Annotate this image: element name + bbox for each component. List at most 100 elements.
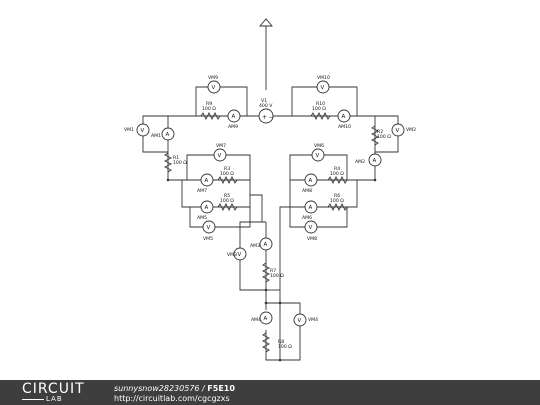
attribution-separator: / [199,384,208,393]
voltmeter-vm3: V VM3 [227,247,247,261]
voltmeter-vm9: V VM9 [207,75,221,94]
ammeter-am10: A AM10 [337,109,351,130]
svg-text:AM4: AM4 [251,317,261,323]
ammeter-am6: A AM6 [302,200,318,221]
svg-text:V: V [309,225,313,231]
svg-text:100 Ω: 100 Ω [220,171,234,177]
svg-text:AM6: AM6 [302,215,312,221]
logo-divider [22,399,44,400]
voltmeter-vm6: V VM6 [311,143,325,162]
svg-text:VM8: VM8 [307,236,317,242]
svg-text:V: V [141,128,145,134]
svg-text:100 Ω: 100 Ω [312,106,326,112]
circuitlab-logo-lab: LAB [46,395,63,403]
svg-text:R6: R6 [334,193,340,199]
svg-text:R5: R5 [224,193,230,199]
svg-text:AM5: AM5 [197,215,207,221]
svg-text:R10: R10 [316,101,325,107]
svg-text:R8: R8 [278,339,284,345]
svg-text:VM5: VM5 [203,236,213,242]
svg-text:A: A [342,114,346,120]
resistor-r6: R6 100 Ω [327,193,348,212]
resistor-r5: R5 100 Ω [217,193,238,212]
voltmeter-vm2: V VM2 [391,123,416,137]
circuit-attribution: sunnysnow28230576 / F5E10 [114,384,235,393]
ammeter-am3: A AM3 [250,237,273,251]
svg-text:AM10: AM10 [338,124,351,130]
voltage-source-v1: + − V1 400 V [258,98,274,124]
svg-text:A: A [309,205,313,211]
svg-text:A: A [232,114,236,120]
svg-text:A: A [205,205,209,211]
svg-text:VM4: VM4 [308,317,318,323]
svg-text:400 V: 400 V [259,103,273,109]
footer-bar: CIRCUIT LAB sunnysnow28230576 / F5E10 ht… [0,380,540,405]
circuitlab-logo[interactable]: CIRCUIT [22,381,85,397]
voltmeter-vm4: V VM4 [293,313,318,327]
svg-text:100 Ω: 100 Ω [220,198,234,204]
svg-text:R9: R9 [206,101,212,107]
voltmeter-vm10: V VM10 [316,75,330,94]
svg-text:V: V [218,153,222,159]
svg-text:VM10: VM10 [317,75,330,81]
svg-text:VM6: VM6 [314,143,324,149]
ammeter-am1: A AM1 [151,127,175,141]
svg-text:AM3: AM3 [250,243,260,249]
svg-text:VM9: VM9 [208,75,218,81]
svg-text:AM1: AM1 [151,133,161,139]
svg-text:+ −: + − [262,114,274,121]
svg-text:V: V [207,225,211,231]
svg-text:A: A [373,158,377,164]
ammeter-am2: A AM2 [355,153,382,167]
ground-symbol [259,18,273,27]
voltmeter-vm7: V VM7 [213,143,227,162]
svg-text:A: A [264,316,268,322]
svg-text:V: V [298,318,302,324]
ammeter-am9: A AM9 [227,109,241,130]
svg-text:VM3: VM3 [227,252,237,258]
svg-text:R3: R3 [224,166,230,172]
circuit-schematic: + − V1 400 V R9 100 Ω R10 100 Ω R1 100 Ω… [124,18,416,362]
ammeter-am8: A AM8 [302,173,318,194]
svg-text:100 Ω: 100 Ω [202,106,216,112]
svg-text:AM2: AM2 [355,159,365,165]
svg-text:A: A [166,132,170,138]
svg-text:V: V [321,85,325,91]
svg-text:R4: R4 [334,166,340,172]
junction-dots [166,178,377,362]
svg-text:V: V [316,153,320,159]
svg-text:100 Ω: 100 Ω [173,160,187,166]
resistor-r3: R3 100 Ω [217,166,238,185]
svg-text:VM2: VM2 [406,127,416,133]
author-link[interactable]: sunnysnow28230576 [114,384,200,393]
ammeter-am4: A AM4 [251,311,273,325]
svg-text:R1: R1 [173,155,179,161]
resistor-r4: R4 100 Ω [327,166,348,185]
svg-text:100 Ω: 100 Ω [330,171,344,177]
svg-text:V: V [396,128,400,134]
svg-text:R7: R7 [270,268,276,274]
svg-text:V: V [238,252,242,258]
svg-text:AM8: AM8 [302,188,312,194]
svg-text:AM7: AM7 [197,188,207,194]
resistor-r9: R9 100 Ω [200,101,221,121]
svg-text:100 Ω: 100 Ω [278,344,292,350]
svg-text:VM7: VM7 [216,143,226,149]
resistor-r8: R8 100 Ω [261,332,292,353]
svg-text:A: A [309,178,313,184]
voltmeter-vm1: V VM1 [124,123,150,137]
svg-text:R2: R2 [377,129,383,135]
ammeter-am7: A AM7 [197,173,214,194]
resistor-r1: R1 100 Ω [163,152,187,173]
resistor-r7: R7 100 Ω [261,262,284,283]
svg-text:AM9: AM9 [228,124,238,130]
svg-text:A: A [205,178,209,184]
svg-text:V1: V1 [261,98,267,104]
circuit-url[interactable]: http://circuitlab.com/cgcgzxs [114,394,230,403]
circuit-title[interactable]: F5E10 [207,384,235,393]
svg-text:100 Ω: 100 Ω [377,134,391,140]
voltmeter-vm5: V VM5 [202,220,216,242]
voltmeter-vm8: V VM8 [304,220,318,242]
svg-text:A: A [264,242,268,248]
wires [142,26,399,361]
